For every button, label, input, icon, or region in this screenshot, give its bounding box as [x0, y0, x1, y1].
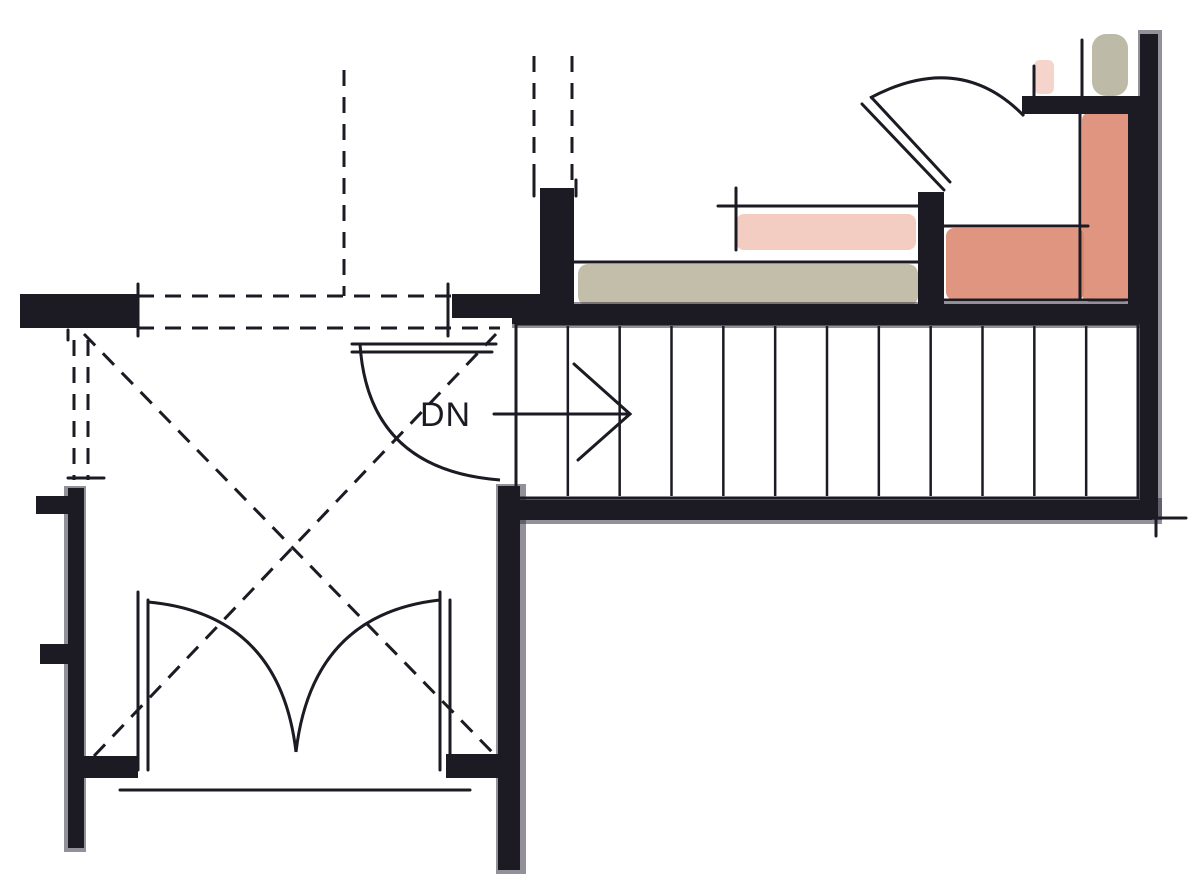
pier-accent-wash: [1034, 60, 1054, 94]
stair-door-leaf: [350, 342, 498, 354]
stair-arrow-head: [572, 362, 633, 462]
hearth-outline: [942, 224, 1130, 302]
shelf-outline: [716, 186, 920, 252]
wall-chimney-cap: [1022, 96, 1146, 114]
pier-wash: [1092, 34, 1128, 96]
door-jamb-left: [136, 590, 150, 772]
wall-upper-stub: [452, 294, 544, 318]
shelf-wash: [736, 214, 916, 250]
wall-stair-bottom: [512, 500, 1152, 520]
wall-right: [1140, 34, 1158, 518]
wall-stair-top: [512, 304, 1148, 324]
wall-upper-pier: [540, 188, 574, 308]
wall-left-stub: [20, 294, 138, 328]
dashed-lines: [72, 56, 574, 758]
wall-left-jamb-top: [36, 496, 76, 514]
double-door-right-swing: [294, 598, 441, 753]
wall-wash: [64, 30, 1162, 874]
outlines: [66, 38, 1188, 792]
door-swings: [147, 76, 1026, 753]
upper-door-leaf: [860, 96, 952, 192]
chimney-ticks: [1032, 38, 1084, 104]
wall-center: [498, 486, 520, 870]
stair-direction-label: DN: [420, 396, 471, 434]
double-door-left-swing: [147, 600, 298, 753]
walls: [20, 34, 1158, 870]
counter-wash: [578, 264, 918, 306]
chimney-wash: [1082, 112, 1132, 302]
wall-door-pier-left: [80, 756, 138, 778]
stair-tail: [1148, 496, 1188, 538]
color-washes: [578, 34, 1132, 306]
wall-left: [68, 488, 84, 848]
chimney-outline: [1078, 110, 1132, 302]
stair-treads: [566, 326, 1088, 496]
dash-diagonal-a: [82, 332, 494, 754]
wall-hearth-post: [918, 192, 944, 308]
stair-arrow: [492, 362, 633, 462]
counter-outline: [570, 260, 920, 308]
wall-left-jamb-mid: [40, 644, 72, 664]
wall-chimney-inner: [1128, 112, 1144, 308]
hearth-wash: [946, 228, 1084, 300]
stair-door-swing: [358, 343, 501, 482]
door-jamb-right: [438, 590, 452, 772]
wall-door-pier-right: [446, 754, 498, 778]
upper-door-swing: [869, 76, 1026, 118]
stub-ticks: [136, 178, 578, 338]
stair-outline: [514, 322, 1140, 500]
